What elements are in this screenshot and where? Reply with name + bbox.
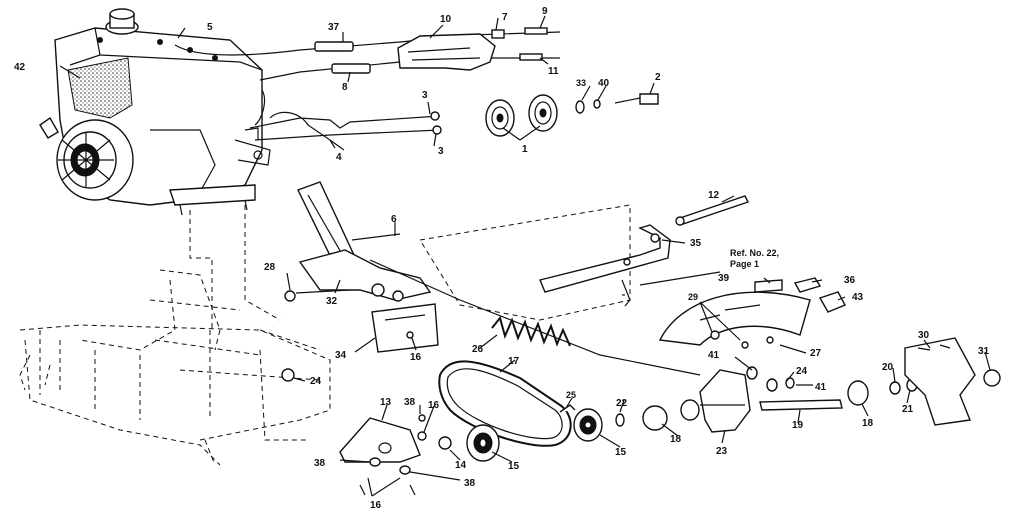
callout-29: 29 bbox=[688, 292, 698, 302]
callout-31: 31 bbox=[978, 346, 990, 357]
drive-pulleys bbox=[485, 93, 659, 137]
callout-21: 21 bbox=[902, 404, 914, 415]
callout-1a: 1 bbox=[522, 144, 528, 155]
frame-outline bbox=[19, 205, 331, 466]
throttle-cables bbox=[174, 27, 561, 126]
control-linkage bbox=[259, 181, 701, 441]
callout-22: 22 bbox=[616, 398, 628, 409]
callout-27: 27 bbox=[810, 348, 822, 359]
shift-bar bbox=[539, 195, 749, 307]
callout-30: 30 bbox=[918, 330, 930, 341]
shift-rods bbox=[249, 111, 442, 149]
callout-41a: 41 bbox=[708, 350, 720, 361]
callout-35: 35 bbox=[690, 238, 702, 249]
callout-19: 19 bbox=[792, 420, 804, 431]
hardware bbox=[281, 294, 625, 496]
callout-3b: 3 bbox=[438, 146, 444, 157]
reference-note-line1: Ref. No. 22, bbox=[730, 248, 779, 258]
callout-41b: 41 bbox=[815, 382, 827, 393]
callout-34: 34 bbox=[335, 350, 347, 361]
tension-spring bbox=[491, 315, 571, 347]
callout-32: 32 bbox=[326, 296, 338, 307]
callout-7: 7 bbox=[502, 12, 508, 23]
callout-40: 40 bbox=[598, 78, 610, 89]
shift-handle bbox=[904, 337, 1001, 426]
callout-6: 6 bbox=[391, 214, 397, 225]
callout-25: 25 bbox=[566, 390, 576, 400]
callout-43: 43 bbox=[852, 292, 864, 303]
callout-2: 2 bbox=[655, 72, 661, 83]
leader-lines bbox=[59, 15, 991, 497]
callout-26: 26 bbox=[472, 344, 484, 355]
callout-42: 42 bbox=[14, 62, 26, 73]
callout-23: 23 bbox=[716, 446, 728, 457]
callout-10: 10 bbox=[440, 14, 452, 25]
callout-11: 11 bbox=[548, 66, 559, 77]
callout-12: 12 bbox=[708, 190, 720, 201]
callout-36: 36 bbox=[844, 275, 856, 286]
callout-labels: 1 2 3 3 4 5 6 7 8 9 10 11 12 13 14 15 15… bbox=[14, 6, 990, 511]
callout-38c: 38 bbox=[464, 478, 476, 489]
callout-38b: 38 bbox=[314, 458, 326, 469]
callout-14: 14 bbox=[455, 460, 467, 471]
idler-assembly bbox=[339, 404, 668, 475]
callout-15b: 15 bbox=[615, 447, 627, 458]
callout-38a: 38 bbox=[404, 397, 416, 408]
callout-20: 20 bbox=[882, 362, 894, 373]
callout-18b: 18 bbox=[862, 418, 874, 429]
callout-15a: 15 bbox=[508, 461, 520, 472]
callout-24a: 24 bbox=[310, 376, 322, 387]
callout-4: 4 bbox=[336, 152, 342, 163]
callout-18a: 18 bbox=[670, 434, 682, 445]
callout-37: 37 bbox=[328, 22, 340, 33]
callout-17: 17 bbox=[508, 356, 520, 367]
engine bbox=[39, 8, 271, 216]
callout-39: 39 bbox=[718, 273, 730, 284]
reference-note-line2: Page 1 bbox=[730, 259, 759, 269]
callout-13: 13 bbox=[380, 397, 392, 408]
callout-16b: 16 bbox=[428, 400, 440, 411]
shift-gate bbox=[658, 277, 846, 349]
callout-16a: 16 bbox=[410, 352, 422, 363]
callout-33: 33 bbox=[576, 78, 586, 88]
pivot-assembly bbox=[680, 366, 918, 433]
callout-9: 9 bbox=[542, 6, 548, 17]
callout-3a: 3 bbox=[422, 90, 428, 101]
callout-24b: 24 bbox=[796, 366, 808, 377]
callout-8: 8 bbox=[342, 82, 348, 93]
callout-5: 5 bbox=[207, 22, 213, 33]
callout-16c: 16 bbox=[370, 500, 382, 511]
callout-28: 28 bbox=[264, 262, 276, 273]
drive-belt bbox=[438, 360, 572, 447]
